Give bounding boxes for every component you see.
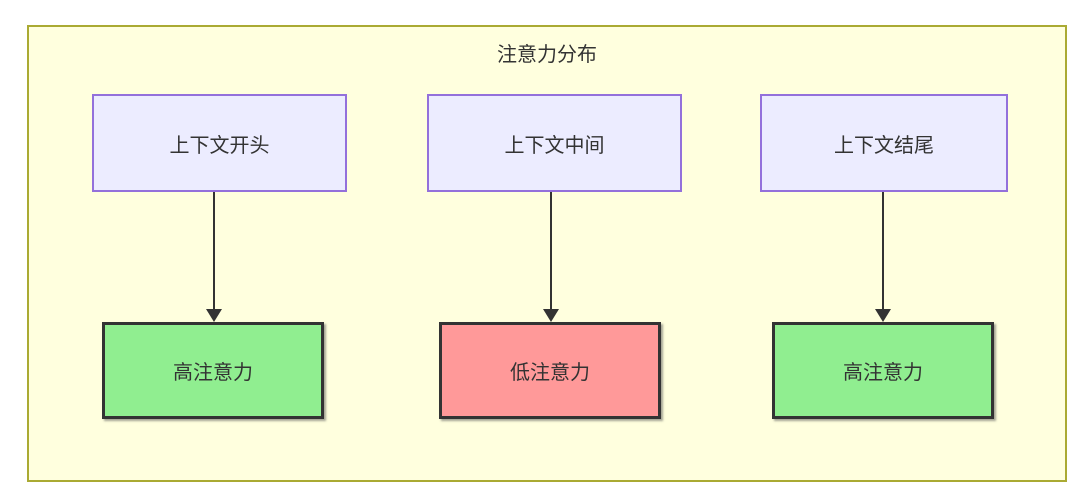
arrowhead-down-icon	[875, 309, 891, 322]
node-low-attention-middle-label: 低注意力	[510, 362, 590, 384]
node-low-attention-middle: 低注意力	[439, 322, 661, 419]
node-context-start-label: 上下文开头	[169, 134, 270, 157]
arrow-shaft	[550, 192, 552, 311]
node-high-attention-start-label: 高注意力	[173, 362, 253, 384]
arrow-shaft	[213, 192, 215, 311]
node-high-attention-end-label: 高注意力	[843, 362, 923, 384]
arrow-context-start-to-high-attention	[206, 192, 222, 322]
diagram-container: 注意力分布 上下文开头 上下文中间 上下文结尾 高注意力 低注意力 高注意力	[27, 25, 1067, 482]
node-context-middle-label: 上下文中间	[504, 134, 605, 157]
node-context-start: 上下文开头	[92, 94, 347, 192]
node-context-end: 上下文结尾	[760, 94, 1008, 192]
arrow-shaft	[882, 192, 884, 311]
arrowhead-down-icon	[543, 309, 559, 322]
node-context-end-label: 上下文结尾	[834, 134, 934, 157]
arrow-context-end-to-high-attention	[875, 192, 891, 322]
node-high-attention-end: 高注意力	[772, 322, 994, 419]
node-high-attention-start: 高注意力	[102, 322, 324, 419]
arrowhead-down-icon	[206, 309, 222, 322]
arrow-context-middle-to-low-attention	[543, 192, 559, 322]
node-context-middle: 上下文中间	[427, 94, 682, 192]
diagram-title: 注意力分布	[497, 44, 597, 66]
